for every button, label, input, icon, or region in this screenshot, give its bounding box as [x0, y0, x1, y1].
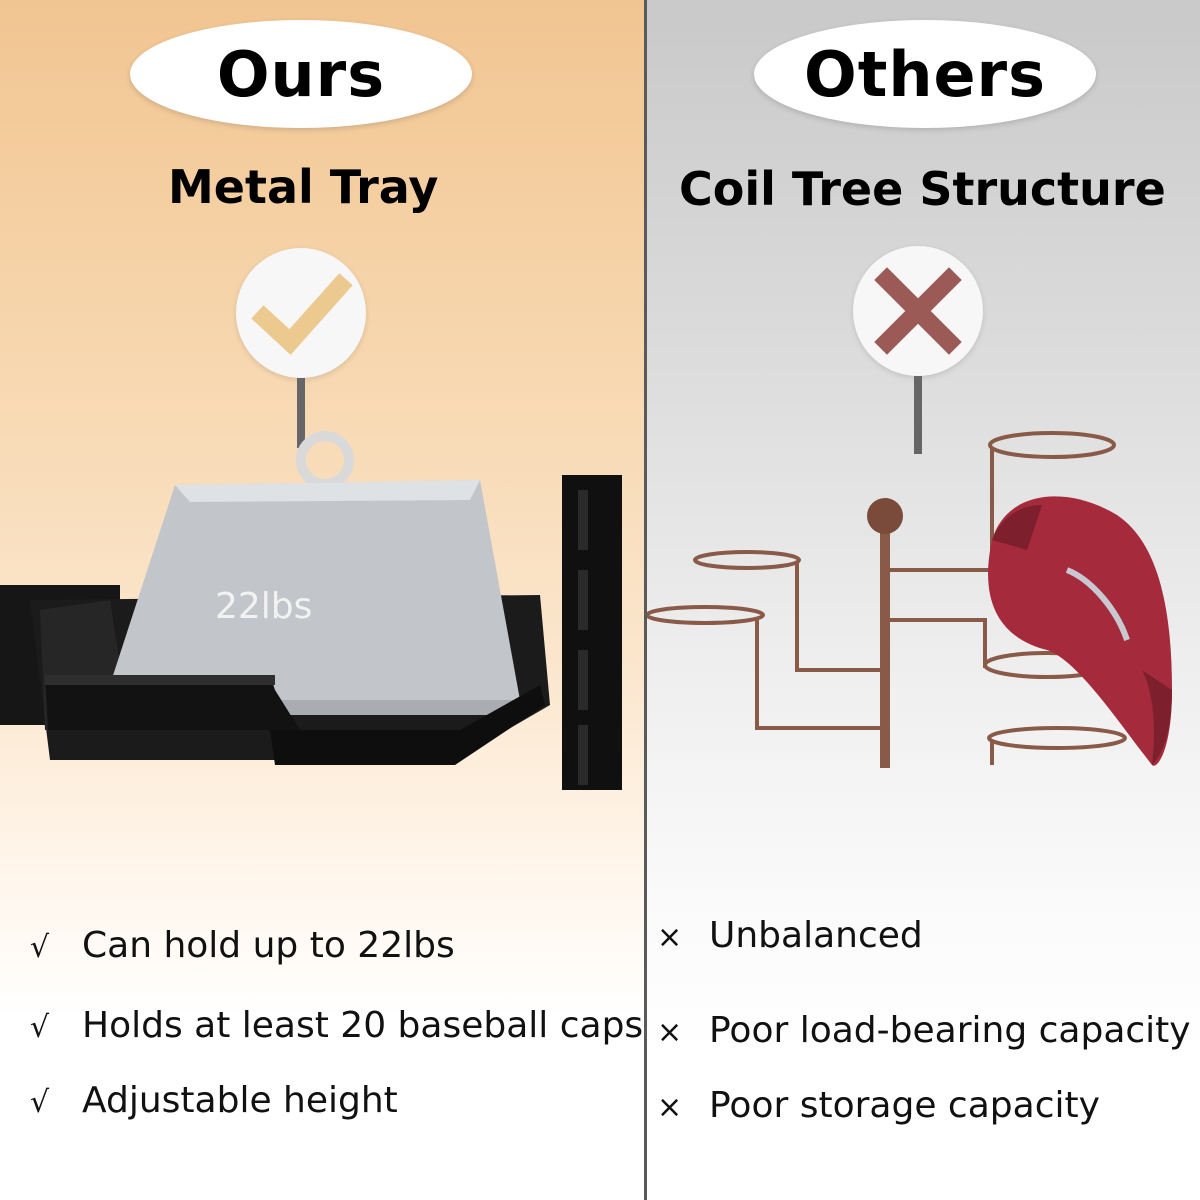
others-badge-stem: [914, 376, 922, 454]
ours-badge: [236, 248, 366, 378]
ours-feature-item: √ Adjustable height: [30, 1080, 398, 1121]
others-subheading: Coil Tree Structure: [679, 162, 1166, 216]
cross-mark-icon: ×: [657, 1015, 683, 1050]
ours-panel: Ours Metal Tray 22lbs √Can hold up: [0, 0, 645, 1200]
others-heading-pill: Others: [754, 20, 1096, 128]
others-panel: Others Coil Tree Structure: [647, 0, 1200, 1200]
others-feature-item: × Poor storage capacity: [657, 1085, 1100, 1126]
ours-feature-item: √ Holds at least 20 baseball caps: [30, 1005, 643, 1046]
ours-feature-item: √ Can hold up to 22lbs: [30, 925, 455, 966]
cross-mark-icon: ×: [657, 920, 683, 955]
cross-mark-icon: [874, 267, 962, 355]
ours-badge-stem: [297, 378, 305, 448]
metal-tray-illustration: 22lbs: [0, 431, 622, 790]
check-mark-icon: √: [30, 1010, 50, 1045]
feature-text: Unbalanced: [709, 915, 923, 956]
feature-text: Poor storage capacity: [709, 1085, 1100, 1126]
feature-text: Poor load-bearing capacity: [709, 1010, 1191, 1051]
others-feature-item: × Poor load-bearing capacity: [657, 1010, 1191, 1051]
check-mark-icon: √: [30, 1085, 50, 1120]
weight-label: 22lbs: [215, 586, 312, 627]
check-mark-icon: [251, 273, 353, 355]
feature-text: Can hold up to 22lbs: [82, 925, 455, 966]
coil-tree-illustration: [647, 431, 1172, 768]
others-heading: Others: [803, 37, 1046, 111]
others-feature-item: × Unbalanced: [657, 915, 923, 956]
ours-heading: Ours: [216, 37, 386, 111]
feature-text: Holds at least 20 baseball caps: [82, 1005, 644, 1046]
cross-mark-icon: ×: [657, 1090, 683, 1125]
ours-subheading: Metal Tray: [168, 160, 439, 214]
panel-divider: [644, 0, 647, 1200]
check-mark-icon: √: [30, 930, 50, 965]
ours-heading-pill: Ours: [130, 20, 472, 128]
others-badge: [853, 246, 983, 376]
feature-text: Adjustable height: [82, 1080, 398, 1121]
